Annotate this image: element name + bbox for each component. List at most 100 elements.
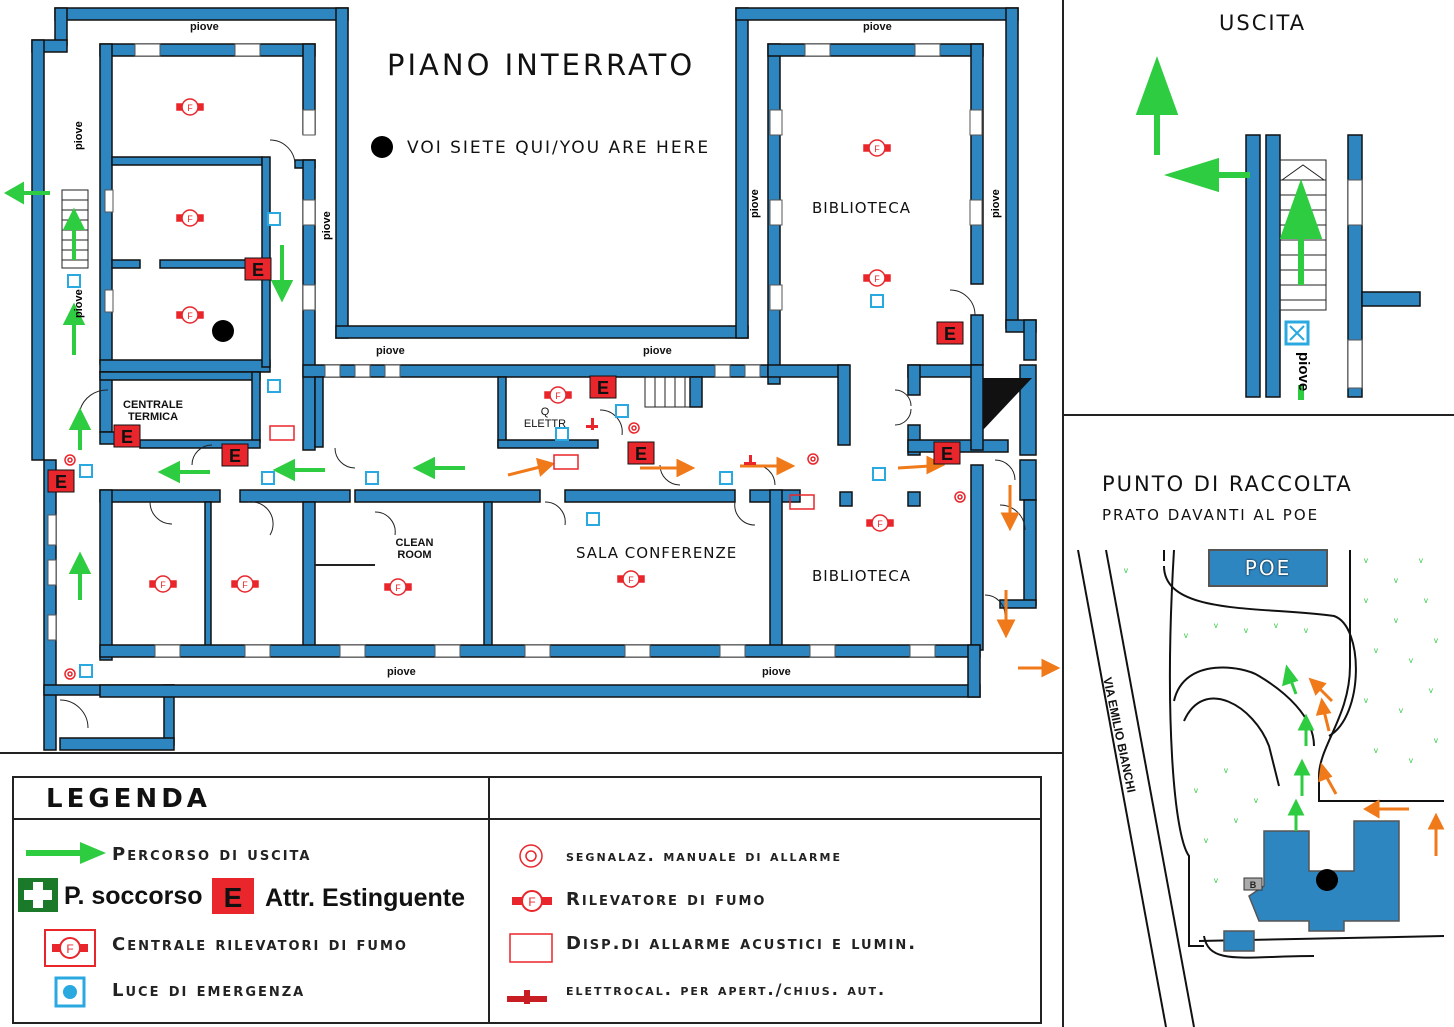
svg-text:ᵛ: ᵛ xyxy=(1123,565,1128,579)
svg-text:E: E xyxy=(121,427,133,447)
piove-label: piove xyxy=(762,666,791,678)
svg-text:ᵛ: ᵛ xyxy=(1253,795,1258,809)
svg-text:F: F xyxy=(160,580,166,590)
svg-text:ᵛ: ᵛ xyxy=(1193,785,1198,799)
svg-text:ᵛ: ᵛ xyxy=(1183,630,1188,644)
svg-text:F: F xyxy=(187,214,193,224)
legend-extinguisher: Attr. Estinguente xyxy=(265,884,466,912)
svg-text:F: F xyxy=(877,519,883,529)
assembly-title: PUNTO DI RACCOLTA xyxy=(1102,472,1353,496)
legend-manual-alarm: segnalaz. manuale di allarme xyxy=(566,846,842,865)
piove-label: piove xyxy=(387,666,416,678)
panel-divider-vertical xyxy=(1062,0,1064,1027)
poe-building-label: POE xyxy=(1244,556,1292,580)
svg-text:ᵛ: ᵛ xyxy=(1408,655,1413,669)
legend: LEGENDA E F F Percorso di uscita P. socc… xyxy=(0,754,1062,1027)
legend-electromagnet: elettrocal. per apert./chius. aut. xyxy=(566,980,887,999)
svg-text:F: F xyxy=(874,144,880,154)
svg-text:F: F xyxy=(187,103,193,113)
svg-text:piove: piove xyxy=(321,211,333,240)
svg-text:E: E xyxy=(252,260,264,280)
emergency-lights xyxy=(67,212,886,678)
legend-frame xyxy=(12,776,1042,1024)
piove-label: piove xyxy=(863,21,892,33)
svg-text:E: E xyxy=(55,472,67,492)
exit-panel-piove-label: piove xyxy=(1295,352,1312,392)
svg-text:ᵛ: ᵛ xyxy=(1363,695,1368,709)
room-sala-conferenze: SALA CONFERENZE xyxy=(576,544,738,562)
legend-smoke-center: Centrale rilevatori di fumo xyxy=(112,934,408,955)
svg-text:ᵛ: ᵛ xyxy=(1203,835,1208,849)
legend-smoke-detector: Rilevatore di fumo xyxy=(566,889,767,910)
room-centrale-termica: CENTRALE TERMICA xyxy=(123,399,183,423)
smoke-detectors: F F F F F F F F F F F xyxy=(149,98,894,596)
svg-text:F: F xyxy=(66,942,73,956)
svg-text:piove: piove xyxy=(749,189,761,218)
room-biblioteca-bottom: BIBLIOTECA xyxy=(812,567,911,585)
svg-text:F: F xyxy=(187,311,193,321)
svg-text:E: E xyxy=(941,444,953,464)
svg-text:ᵛ: ᵛ xyxy=(1373,745,1378,759)
plan-title: PIANO INTERRATO xyxy=(387,48,696,82)
svg-text:ᵛ: ᵛ xyxy=(1408,755,1413,769)
svg-text:ᵛ: ᵛ xyxy=(1428,685,1433,699)
legend-divider xyxy=(0,752,1062,754)
svg-text:ᵛ: ᵛ xyxy=(1213,875,1218,889)
piove-label: piove xyxy=(643,345,672,357)
svg-text:ᵛ: ᵛ xyxy=(1223,765,1228,779)
svg-text:E: E xyxy=(944,324,956,344)
exit-detail-drawing xyxy=(1135,56,1421,400)
svg-text:ᵛ: ᵛ xyxy=(1243,625,1248,639)
you-are-here-label: VOI SIETE QUI/YOU ARE HERE xyxy=(407,138,711,158)
svg-text:F: F xyxy=(395,583,401,593)
room-q-elettr: Q ELETTR xyxy=(523,406,567,430)
assembly-point-panel: PUNTO DI RACCOLTA PRATO DAVANTI AL POE ᵛ… xyxy=(1064,416,1454,1027)
svg-text:ᵛ: ᵛ xyxy=(1213,620,1218,634)
extinguisher-markers: E E E E E E E E xyxy=(47,257,964,493)
assembly-map: ᵛ ᵛᵛᵛ ᵛᵛᵛ ᵛᵛᵛ ᵛᵛᵛ ᵛᵛᵛ ᵛᵛᵛ ᵛᵛ ᵛᵛᵛ ᵛᵛᵛ ᵛᵛ … xyxy=(1077,549,1445,1027)
piove-label: piove xyxy=(190,21,219,33)
svg-text:ᵛ: ᵛ xyxy=(1398,705,1403,719)
svg-text:F: F xyxy=(874,274,880,284)
wall xyxy=(54,7,349,21)
svg-text:ᵛ: ᵛ xyxy=(1433,735,1438,749)
svg-text:piove: piove xyxy=(73,289,85,318)
svg-text:ᵛ: ᵛ xyxy=(1433,635,1438,649)
piove-label: piove xyxy=(376,345,405,357)
legend-emergency-light: Luce di emergenza xyxy=(112,980,306,1001)
legend-symbols: E F F xyxy=(18,842,553,1008)
svg-text:ᵛ: ᵛ xyxy=(1273,620,1278,634)
room-biblioteca-top: BIBLIOTECA xyxy=(812,199,911,217)
svg-text:ᵛ: ᵛ xyxy=(1423,595,1428,609)
svg-text:B: B xyxy=(1250,880,1257,890)
svg-text:F: F xyxy=(628,575,634,585)
svg-text:ᵛ: ᵛ xyxy=(1393,575,1398,589)
legend-title: LEGENDA xyxy=(46,784,211,814)
svg-text:ᵛ: ᵛ xyxy=(1233,815,1238,829)
alternative-route-arrows xyxy=(507,455,1061,678)
svg-text:piove: piove xyxy=(73,121,85,150)
svg-text:ᵛ: ᵛ xyxy=(1393,615,1398,629)
svg-text:piove: piove xyxy=(990,189,1002,218)
legend-first-aid: P. soccorso xyxy=(64,882,203,910)
svg-text:E: E xyxy=(224,882,243,913)
svg-text:E: E xyxy=(229,446,241,466)
assembly-subtitle: PRATO DAVANTI AL POE xyxy=(1102,506,1320,524)
svg-text:F: F xyxy=(555,391,561,401)
svg-text:F: F xyxy=(242,580,248,590)
room-clean-room: CLEAN ROOM xyxy=(395,537,434,561)
legend-acoustic-alarm: Disp.di allarme acustici e lumin. xyxy=(566,933,918,954)
svg-text:ᵛ: ᵛ xyxy=(1363,555,1368,569)
svg-text:ᵛ: ᵛ xyxy=(1303,625,1308,639)
exit-panel-title: USCITA xyxy=(1219,11,1307,35)
svg-text:E: E xyxy=(635,444,647,464)
floor-plan: E E E E E E E E F F F F F F F F F F F xyxy=(3,7,1061,751)
svg-text:ᵛ: ᵛ xyxy=(1363,595,1368,609)
legend-exit-route: Percorso di uscita xyxy=(112,844,312,865)
panel-divider-horizontal xyxy=(1064,414,1454,416)
exit-route-arrows xyxy=(3,181,465,600)
svg-text:ᵛ: ᵛ xyxy=(1373,645,1378,659)
exit-panel: USCITA piove xyxy=(1064,0,1454,414)
svg-text:F: F xyxy=(528,895,535,909)
floor-plan-drawing: E E E E E E E E F F F F F F F F F F F xyxy=(3,7,1061,751)
